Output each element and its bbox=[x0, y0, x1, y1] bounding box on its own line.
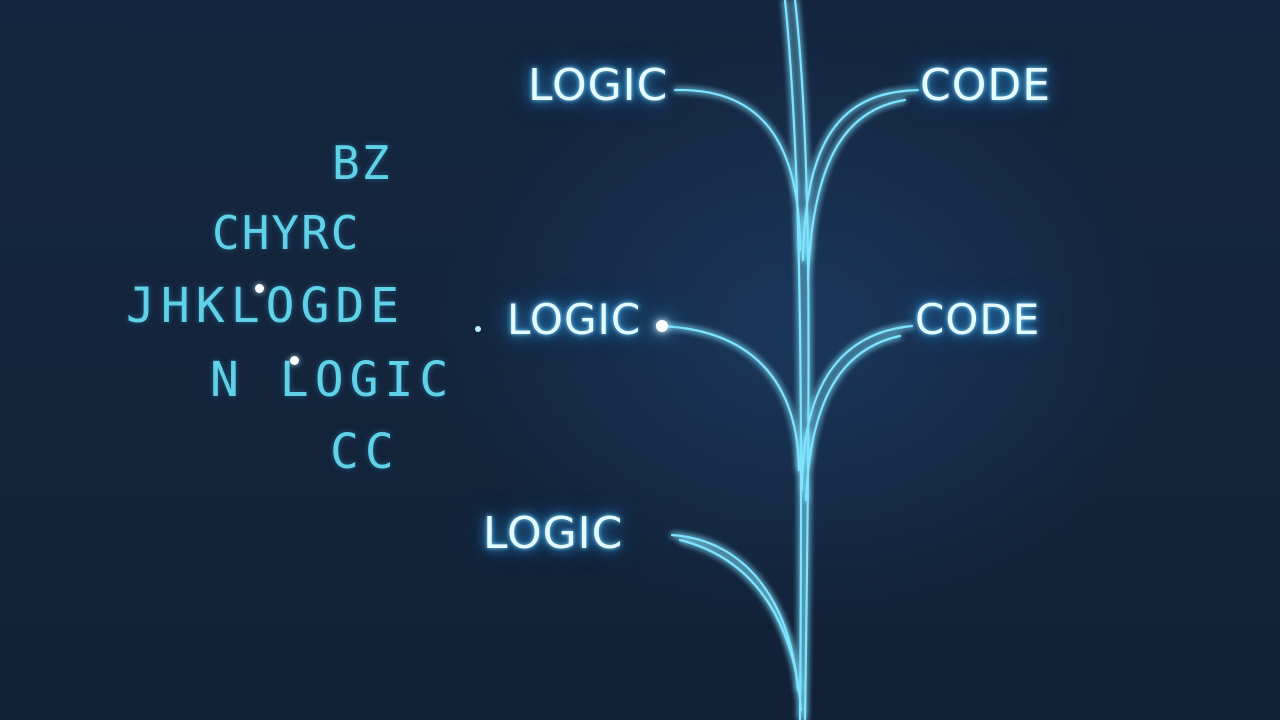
glyph-line-5: CC bbox=[330, 424, 400, 480]
glyph-node-dot bbox=[290, 356, 299, 365]
glowing-node-dot bbox=[656, 320, 668, 332]
glyph-line-2: CHYRC bbox=[212, 206, 361, 260]
branch-logic-bottom-inner bbox=[678, 538, 803, 712]
trunk-strand bbox=[793, 0, 810, 720]
branch-logic-mid bbox=[658, 324, 801, 472]
code-label-middle: CODE bbox=[915, 295, 1041, 344]
branch-code-mid-inner bbox=[804, 334, 902, 502]
logic-label-bottom: LOGIC bbox=[483, 508, 624, 559]
branch-code-top-inner bbox=[806, 98, 907, 282]
code-label-top: CODE bbox=[920, 60, 1052, 111]
branch-code-top bbox=[801, 88, 920, 262]
logic-label-middle: LOGIC bbox=[507, 295, 642, 344]
glyph-line-3: JHKLOGDE bbox=[126, 278, 406, 334]
branch-code-mid bbox=[800, 324, 914, 492]
glyph-node-dot bbox=[255, 284, 264, 293]
branch-logic-bottom bbox=[670, 533, 800, 692]
glyph-line-1: BZ bbox=[332, 136, 392, 190]
glyph-node-dot bbox=[475, 326, 481, 332]
trunk-strand bbox=[783, 0, 803, 720]
glyph-line-4: N LOGIC bbox=[210, 352, 455, 408]
branch-logic-top bbox=[673, 88, 802, 252]
logic-label-top: LOGIC bbox=[528, 60, 669, 111]
